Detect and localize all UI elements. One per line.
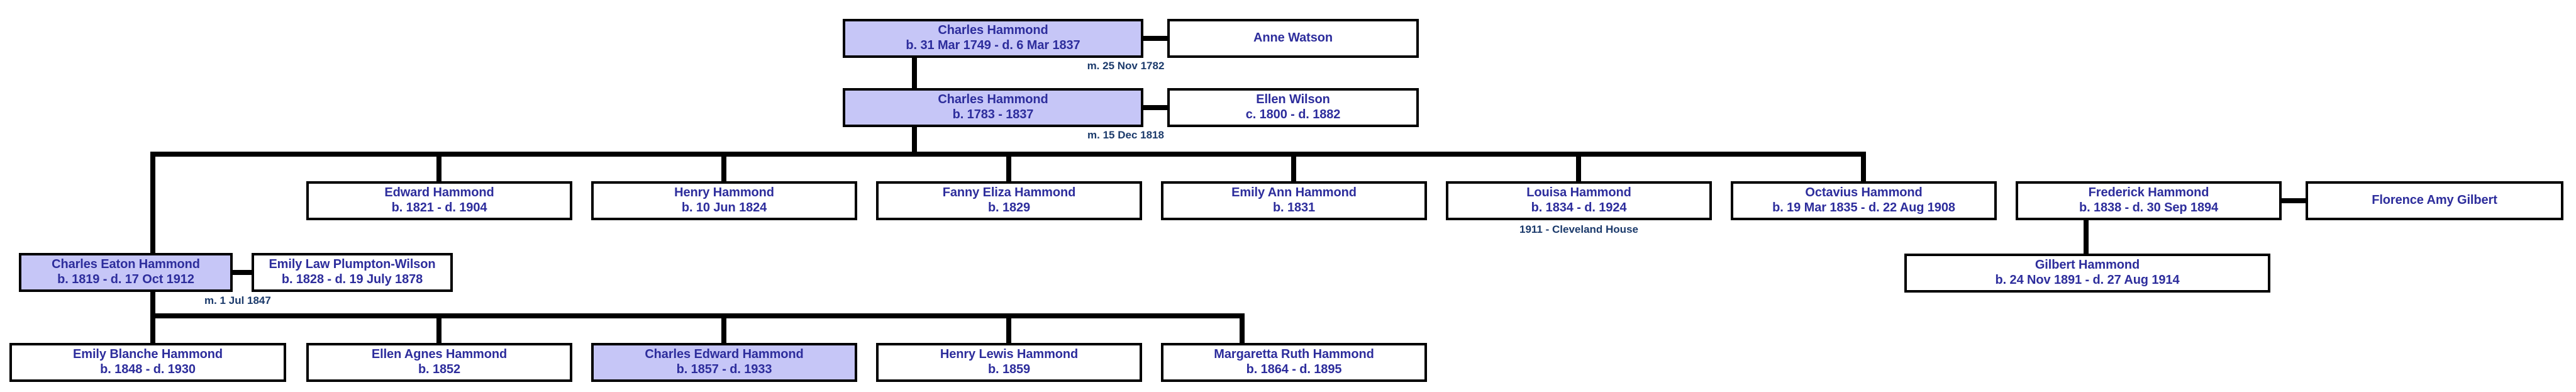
- person-box-emily-law-plumpton-wilson[interactable]: Emily Law Plumpton-Wilson b. 1828 - d. 1…: [252, 253, 453, 292]
- person-dates: b. 1821 - d. 1904: [391, 201, 487, 215]
- spouse-connector-charles-eaton-emily: [233, 270, 252, 275]
- drop-emily-blanche-hammond: [150, 313, 155, 345]
- drop-margaretta-ruth-hammond: [1240, 313, 1245, 345]
- person-dates: b. 1831: [1272, 201, 1316, 215]
- descender-g1-to-g2: [912, 58, 917, 89]
- spouse-connector-g1: [1143, 36, 1167, 41]
- person-name: Frederick Hammond: [2088, 186, 2209, 200]
- person-box-ellen-wilson[interactable]: Ellen Wilson c. 1800 - d. 1882: [1167, 88, 1419, 127]
- drop-charles-edward-hammond: [721, 313, 726, 345]
- person-box-margaretta-ruth-hammond[interactable]: Margaretta Ruth Hammond b. 1864 - d. 189…: [1161, 343, 1427, 382]
- person-name: Charles Hammond: [938, 92, 1048, 107]
- person-name: Henry Lewis Hammond: [940, 347, 1079, 362]
- person-box-octavius-hammond[interactable]: Octavius Hammond b. 19 Mar 1835 - d. 22 …: [1731, 181, 1997, 220]
- descender-g2-to-siblingbar: [912, 127, 917, 155]
- person-box-charles-hammond-1749[interactable]: Charles Hammond b. 31 Mar 1749 - d. 6 Ma…: [843, 19, 1143, 58]
- person-box-henry-lewis-hammond[interactable]: Henry Lewis Hammond b. 1859: [876, 343, 1142, 382]
- person-box-anne-watson[interactable]: Anne Watson: [1167, 19, 1419, 58]
- person-dates: b. 1819 - d. 17 Oct 1912: [57, 272, 194, 286]
- drop-emily-ann-hammond: [1291, 152, 1296, 183]
- marriage-date-1782: m. 25 Nov 1782: [1087, 60, 1165, 72]
- person-box-louisa-hammond[interactable]: Louisa Hammond b. 1834 - d. 1924: [1446, 181, 1712, 220]
- person-dates: b. 10 Jun 1824: [681, 201, 767, 215]
- person-name: Charles Eaton Hammond: [52, 257, 200, 272]
- person-box-edward-hammond[interactable]: Edward Hammond b. 1821 - d. 1904: [306, 181, 572, 220]
- drop-charles-eaton-hammond: [150, 152, 155, 255]
- person-name: Charles Edward Hammond: [645, 347, 804, 362]
- spouse-connector-frederick-florence: [2282, 198, 2306, 203]
- person-dates: b. 1783 - 1837: [952, 108, 1034, 121]
- person-name: Emily Law Plumpton-Wilson: [269, 257, 436, 272]
- person-box-charles-eaton-hammond[interactable]: Charles Eaton Hammond b. 1819 - d. 17 Oc…: [19, 253, 233, 292]
- person-name: Gilbert Hammond: [2035, 258, 2140, 272]
- person-name: Anne Watson: [1253, 31, 1333, 45]
- person-dates: b. 19 Mar 1835 - d. 22 Aug 1908: [1772, 201, 1955, 215]
- person-name: Louisa Hammond: [1526, 186, 1631, 200]
- person-dates: b. 1834 - d. 1924: [1531, 201, 1627, 215]
- person-dates: c. 1800 - d. 1882: [1245, 108, 1341, 121]
- person-dates: b. 1859: [987, 362, 1031, 376]
- drop-henry-lewis-hammond: [1006, 313, 1011, 345]
- person-name: Florence Amy Gilbert: [2372, 193, 2497, 208]
- person-box-florence-amy-gilbert[interactable]: Florence Amy Gilbert: [2306, 181, 2563, 220]
- person-name: Edward Hammond: [384, 186, 494, 200]
- drop-frederick-hammond: [1861, 152, 1866, 183]
- person-dates: b. 1852: [418, 362, 461, 376]
- person-name: Margaretta Ruth Hammond: [1214, 347, 1374, 362]
- person-dates: b. 24 Nov 1891 - d. 27 Aug 1914: [1995, 273, 2180, 287]
- person-name: Octavius Hammond: [1805, 186, 1923, 200]
- person-box-frederick-hammond[interactable]: Frederick Hammond b. 1838 - d. 30 Sep 18…: [2016, 181, 2282, 220]
- marriage-date-1847: m. 1 Jul 1847: [204, 294, 271, 306]
- person-box-emily-ann-hammond[interactable]: Emily Ann Hammond b. 1831: [1161, 181, 1427, 220]
- person-box-henry-hammond[interactable]: Henry Hammond b. 10 Jun 1824: [591, 181, 857, 220]
- descender-frederick-to-gilbert: [2084, 220, 2089, 254]
- marriage-date-1818: m. 15 Dec 1818: [1087, 129, 1164, 141]
- person-box-charles-hammond-1783[interactable]: Charles Hammond b. 1783 - 1837: [843, 88, 1143, 127]
- drop-louisa-hammond: [1576, 152, 1581, 183]
- drop-edward-hammond: [436, 152, 441, 183]
- person-name: Charles Hammond: [938, 23, 1048, 38]
- louisa-residence-note: 1911 - Cleveland House: [1519, 223, 1638, 235]
- person-dates: b. 1829: [987, 201, 1031, 215]
- descender-charles-eaton-to-siblingbar: [150, 292, 155, 317]
- person-name: Ellen Wilson: [1256, 92, 1330, 107]
- person-box-fanny-eliza-hammond[interactable]: Fanny Eliza Hammond b. 1829: [876, 181, 1142, 220]
- drop-fanny-eliza-hammond: [1006, 152, 1011, 183]
- person-name: Henry Hammond: [674, 186, 774, 200]
- person-name: Fanny Eliza Hammond: [942, 186, 1076, 200]
- person-dates: b. 1864 - d. 1895: [1246, 362, 1342, 376]
- person-box-gilbert-hammond[interactable]: Gilbert Hammond b. 24 Nov 1891 - d. 27 A…: [1904, 254, 2270, 293]
- drop-ellen-agnes-hammond: [436, 313, 441, 345]
- person-dates: b. 1848 - d. 1930: [100, 362, 196, 376]
- person-box-charles-edward-hammond[interactable]: Charles Edward Hammond b. 1857 - d. 1933: [591, 343, 857, 382]
- person-dates: b. 1857 - d. 1933: [676, 362, 772, 376]
- drop-henry-hammond: [721, 152, 726, 183]
- person-dates: b. 1828 - d. 19 July 1878: [281, 272, 423, 286]
- person-dates: b. 31 Mar 1749 - d. 6 Mar 1837: [906, 38, 1080, 52]
- spouse-connector-g2: [1143, 105, 1167, 110]
- person-name: Emily Ann Hammond: [1231, 186, 1357, 200]
- sibling-bar-generation-4: [150, 313, 1245, 318]
- person-box-emily-blanche-hammond[interactable]: Emily Blanche Hammond b. 1848 - d. 1930: [9, 343, 286, 382]
- person-dates: b. 1838 - d. 30 Sep 1894: [2079, 201, 2219, 215]
- person-box-ellen-agnes-hammond[interactable]: Ellen Agnes Hammond b. 1852: [306, 343, 572, 382]
- person-name: Ellen Agnes Hammond: [371, 347, 508, 362]
- person-name: Emily Blanche Hammond: [73, 347, 223, 362]
